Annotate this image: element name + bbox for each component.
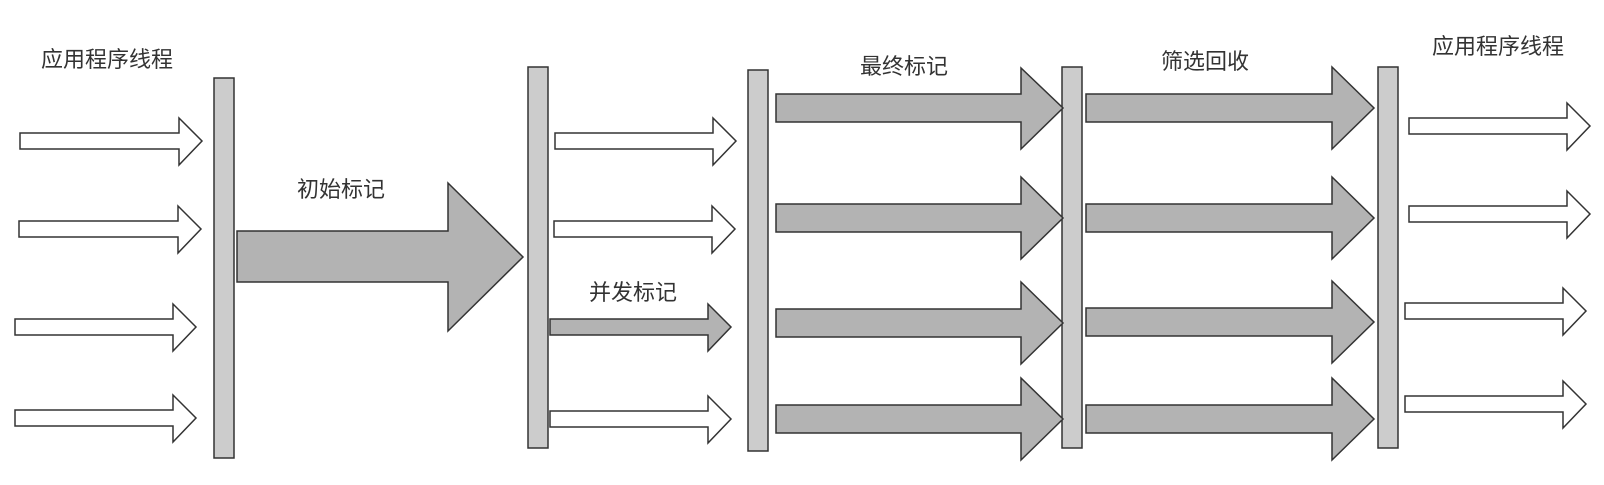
safepoint-bar-2 [527, 66, 549, 449]
screen-reclaim-arrow-1 [1085, 65, 1376, 151]
screen-reclaim-arrow-2 [1085, 175, 1376, 261]
final-mark-arrow-2 [775, 175, 1065, 261]
safepoint-bar-3 [747, 69, 769, 452]
thread-arrow-right-4 [1404, 379, 1588, 430]
thread-arrow-left-3 [14, 302, 198, 353]
label-app-threads-left: 应用程序线程 [41, 48, 174, 73]
label-initial-mark: 初始标记 [297, 178, 386, 203]
screen-reclaim-arrow-3 [1085, 279, 1376, 365]
thread-arrow-right-2 [1408, 189, 1592, 240]
final-mark-arrow-1 [775, 66, 1065, 151]
thread-arrow-right-3 [1404, 286, 1588, 337]
safepoint-bar-1 [213, 77, 235, 459]
thread-arrow-concurrent-1 [554, 116, 738, 167]
safepoint-bar-4 [1061, 66, 1083, 449]
safepoint-bar-5 [1377, 66, 1399, 449]
label-final-mark: 最终标记 [860, 55, 949, 80]
thread-arrow-right-1 [1408, 101, 1592, 152]
thread-arrow-left-1 [19, 116, 204, 167]
concurrent-mark-arrow [549, 302, 733, 353]
initial-mark-arrow [236, 181, 525, 333]
final-mark-arrow-4 [775, 376, 1065, 462]
thread-arrow-left-4 [14, 393, 198, 444]
thread-arrow-left-2 [18, 204, 203, 255]
label-screen-reclaim: 筛选回收 [1161, 50, 1250, 75]
label-app-threads-right: 应用程序线程 [1432, 35, 1565, 60]
thread-arrow-concurrent-4 [549, 394, 733, 445]
thread-arrow-concurrent-2 [553, 204, 737, 255]
final-mark-arrow-3 [775, 280, 1065, 366]
screen-reclaim-arrow-4 [1085, 376, 1376, 462]
label-concurrent-mark: 并发标记 [589, 281, 678, 306]
